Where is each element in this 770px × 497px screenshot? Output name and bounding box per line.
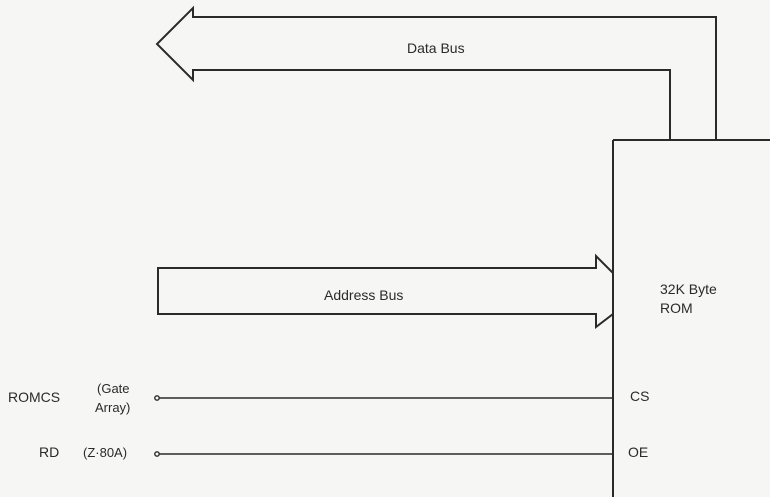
rom-label-line1: 32K Byte: [660, 281, 717, 297]
address-bus-label: Address Bus: [324, 287, 404, 303]
rd-terminal-dot: [154, 451, 160, 457]
romcs-terminal-dot: [154, 395, 160, 401]
gate-array-label-line2: Array): [95, 400, 131, 415]
data-bus-label: Data Bus: [407, 40, 465, 56]
address-bus-arrow: [157, 253, 614, 330]
rom-chip-box: [612, 139, 770, 497]
gate-array-label-line1: (Gate: [97, 381, 130, 396]
rom-label-line2: ROM: [660, 300, 693, 316]
data-bus-arrow: [155, 5, 717, 140]
cs-pin-label: CS: [630, 388, 650, 404]
romcs-label: ROMCS: [8, 389, 61, 405]
oe-pin-label: OE: [628, 444, 649, 460]
z80a-label: (Z·80A): [83, 445, 128, 460]
rd-label: RD: [39, 444, 60, 460]
